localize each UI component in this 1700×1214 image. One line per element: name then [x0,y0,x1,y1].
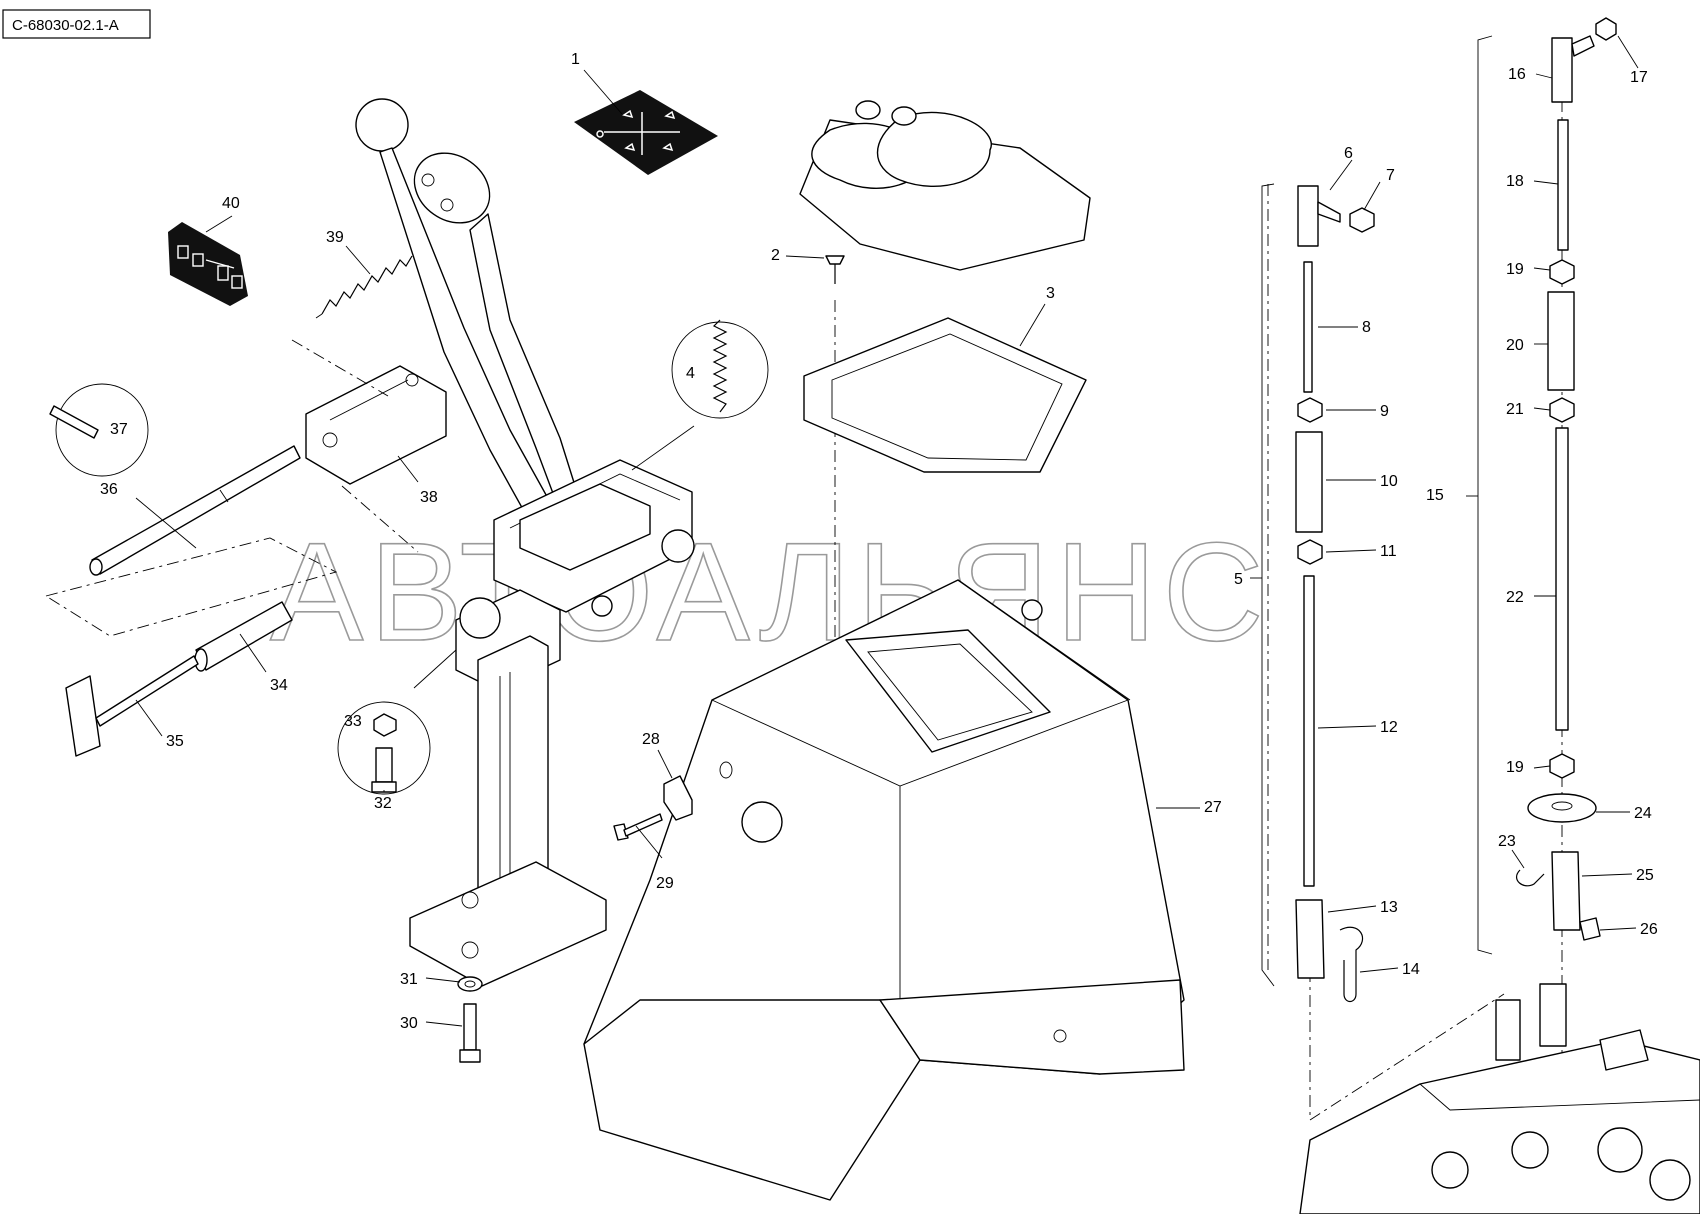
lever-pivot-bracket [455,459,695,691]
callout-5: 5 [1234,571,1243,588]
callout-31: 31 [400,971,418,988]
parts-28-29-clip-screw [613,761,733,841]
lever-column-pedestal [409,635,607,987]
callout-22: 22 [1506,589,1524,606]
callout-3: 3 [1046,285,1055,302]
callout-4: 4 [686,365,695,382]
callout-30: 30 [400,1015,418,1032]
gaiter-boot [799,100,1091,271]
callout-1: 1 [571,51,580,68]
callout-39: 39 [326,229,344,246]
callout-24: 24 [1634,805,1652,822]
callout-8: 8 [1362,319,1371,336]
part-27-console-housing [583,579,1185,1201]
linkage-rod-assembly-15 [1309,17,1617,1121]
callout-19b: 19 [1506,759,1524,776]
callout-14: 14 [1402,961,1420,978]
callout-35: 35 [166,733,184,750]
parts-30-31-bolt-washer [457,976,483,1063]
callout-21: 21 [1506,401,1524,418]
callout-23: 23 [1498,833,1516,850]
callout-34: 34 [270,677,288,694]
part-39-spring [315,255,413,319]
callout-15: 15 [1426,487,1444,504]
callout-19a: 19 [1506,261,1524,278]
callout-13: 13 [1380,899,1398,916]
callout-38: 38 [420,489,438,506]
callout-11: 11 [1380,543,1397,560]
part-37-pin [49,383,149,477]
callout-27: 27 [1204,799,1222,816]
parts-32-33-bolt-nut [337,701,431,795]
callout-2: 2 [771,247,780,264]
callout-6: 6 [1344,145,1353,162]
linkage-rod-assembly-5 [1250,183,1375,1120]
callout-18: 18 [1506,173,1524,190]
callout-26: 26 [1640,921,1658,938]
part-2-screw [825,255,845,700]
callout-33: 33 [344,713,362,730]
shift-lever-assembly [355,98,583,541]
part-40-safety-decal [168,222,248,306]
drawing-code: C-68030-02.1-A [12,17,119,34]
part-4-spring [671,319,769,419]
callout-36: 36 [100,481,118,498]
leader-lines [135,35,1639,1027]
callout-20: 20 [1506,337,1524,354]
callout-32: 32 [374,795,392,812]
part-36-shaft [44,445,338,637]
drawing-code-box: C-68030-02.1-A [2,9,151,39]
callout-9: 9 [1380,403,1389,420]
part-35-t-handle [65,655,199,757]
part-1-shift-pattern-decal [574,90,718,175]
callout-28: 28 [642,731,660,748]
callout-12: 12 [1380,719,1398,736]
hydraulic-control-valve [1299,983,1700,1214]
callout-37: 37 [110,421,128,438]
callout-17: 17 [1630,69,1648,86]
callout-29: 29 [656,875,674,892]
callout-10: 10 [1380,473,1398,490]
callout-16: 16 [1508,66,1526,83]
callout-25: 25 [1636,867,1654,884]
part-34-sleeve [194,601,293,672]
part-38-spring-bracket [291,339,447,553]
watermark-text: АВТОАЛЬЯНС [270,513,1270,670]
part-3-gasket-frame [803,317,1087,473]
callout-7: 7 [1386,167,1395,184]
callout-labels: 1 2 3 4 5 6 7 8 9 10 11 12 13 14 15 16 1… [100,51,1658,1032]
callout-40: 40 [222,195,240,212]
